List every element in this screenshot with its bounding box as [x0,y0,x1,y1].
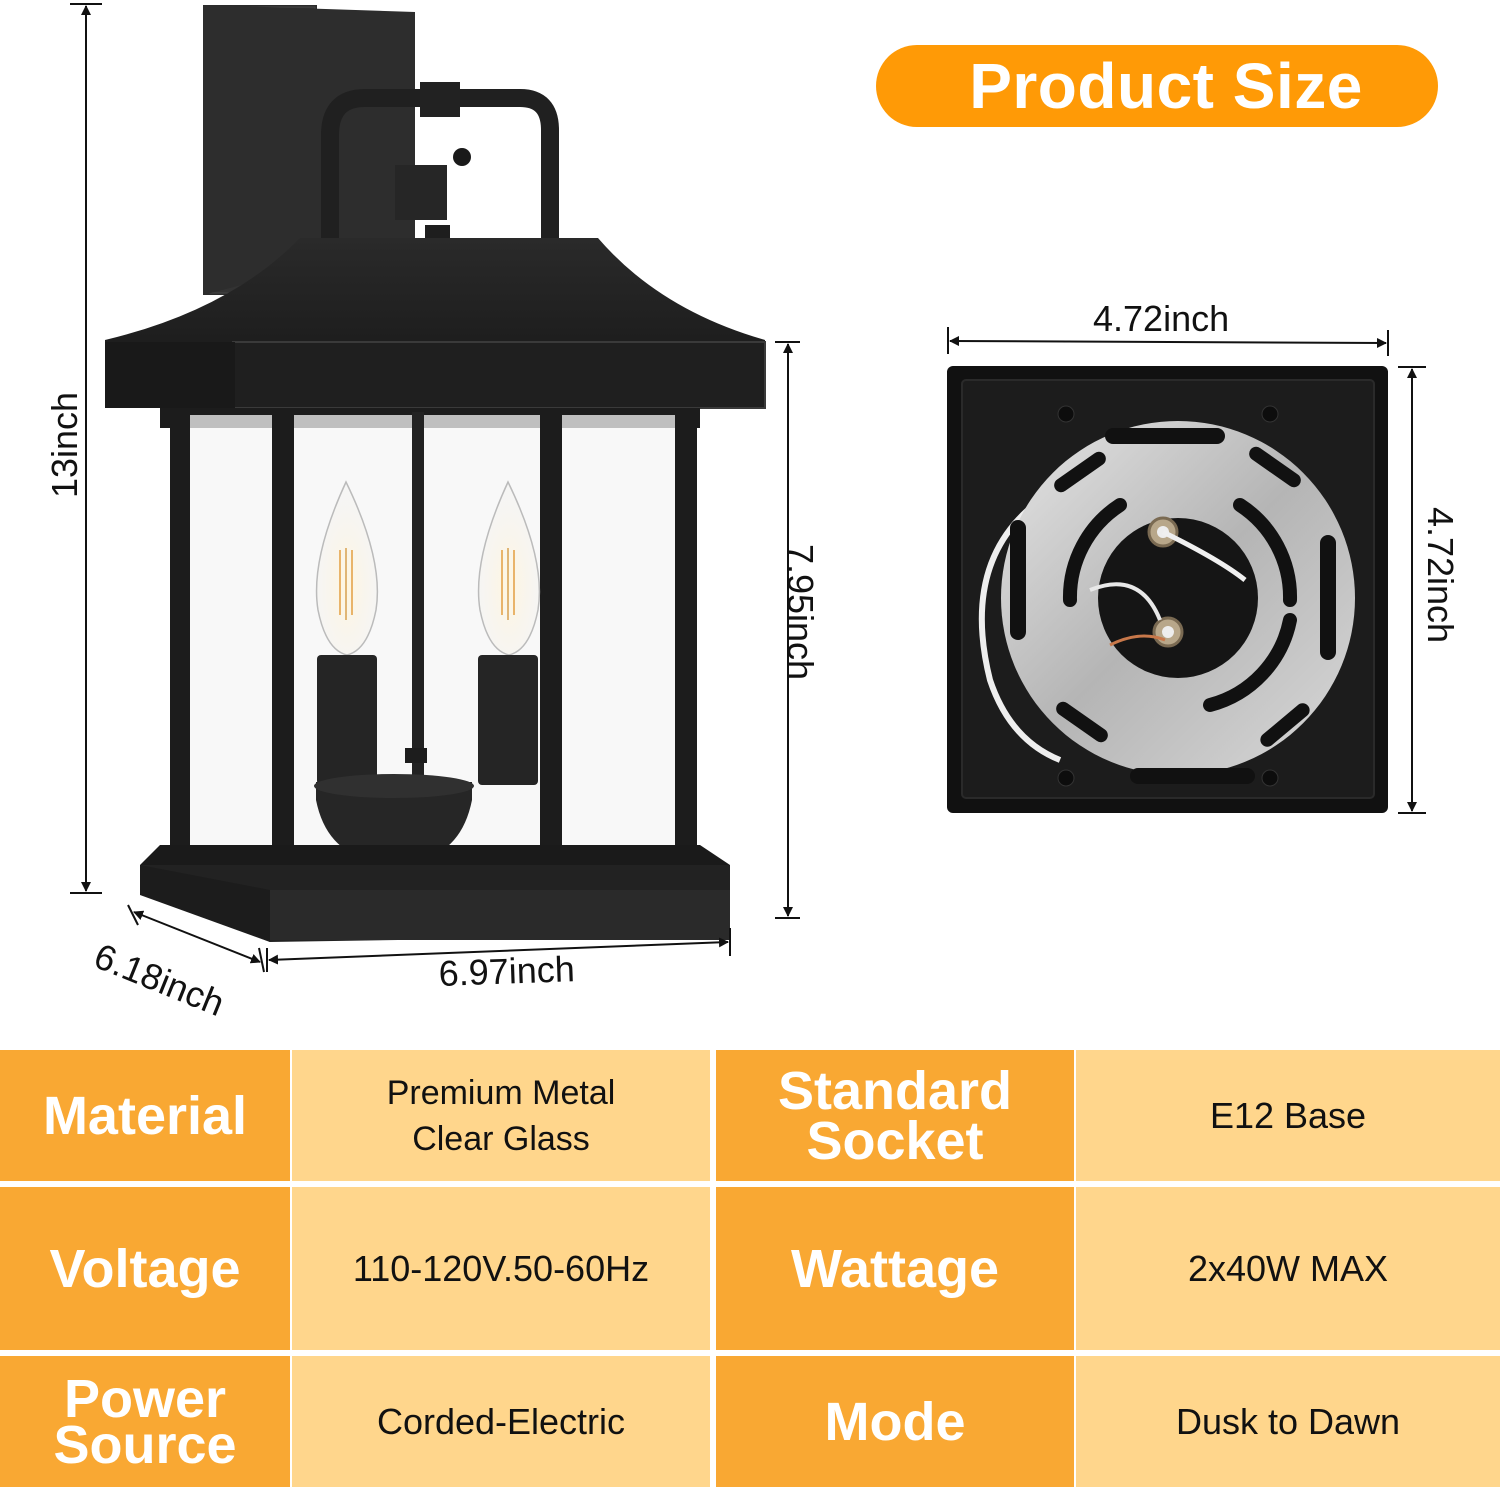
spec-label-voltage: Voltage [0,1187,290,1350]
product-size-title-pill: Product Size [876,45,1438,127]
spec-label-mode: Mode [716,1356,1074,1487]
spec-table: Material Premium Metal Clear Glass Stand… [0,1050,1500,1487]
dimension-label-lantern-height: 7.95inch [780,543,821,681]
dimension-line-height-13 [70,3,102,894]
bulb-right [477,480,541,656]
spec-label-wattage: Wattage [716,1187,1074,1350]
page-title: Product Size [969,50,1363,122]
dimension-label-backplate-height: 4.72inch [1420,506,1461,644]
spec-value-material: Premium Metal Clear Glass [292,1050,710,1181]
spec-value-mode: Dusk to Dawn [1076,1356,1500,1487]
spec-label-power-source: Power Source [0,1356,290,1487]
dimension-line-backplate-width [947,327,1389,356]
spec-label-socket: Standard Socket [716,1050,1074,1181]
product-illustration [70,3,1426,973]
dimension-label-lantern-width: 6.97inch [438,948,576,994]
spec-value-voltage: 110-120V.50-60Hz [292,1187,710,1350]
spec-row: Voltage 110-120V.50-60Hz Wattage 2x40W M… [0,1187,1500,1350]
dimension-line-depth-6-18 [127,904,265,973]
spec-value-power-source: Corded-Electric [292,1356,710,1487]
backplate-rear-view [947,366,1388,813]
spec-value-wattage: 2x40W MAX [1076,1187,1500,1350]
wall-lantern [105,5,766,942]
spec-row: Material Premium Metal Clear Glass Stand… [0,1050,1500,1181]
spec-value-socket: E12 Base [1076,1050,1500,1181]
dimension-line-height-7-95 [775,341,800,919]
spec-label-material: Material [0,1050,290,1181]
spec-row: Power Source Corded-Electric Mode Dusk t… [0,1356,1500,1487]
dimension-line-width-6-97 [266,928,731,972]
dimension-label-lamp-height: 13inch [44,391,85,499]
dimension-line-backplate-height [1398,366,1426,814]
dimension-label-backplate-width: 4.72inch [1093,298,1230,339]
